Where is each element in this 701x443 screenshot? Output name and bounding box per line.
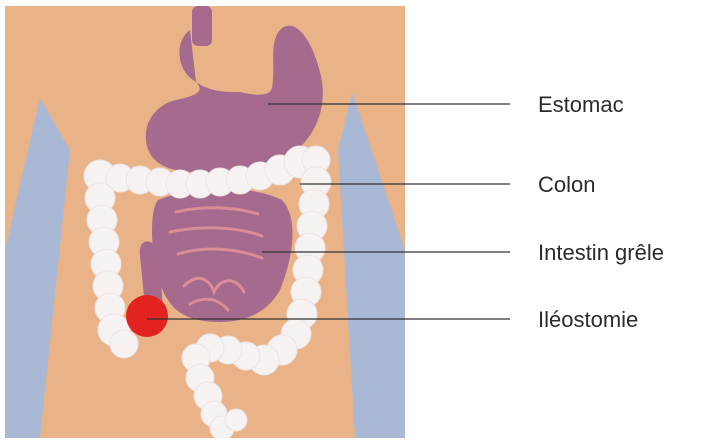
ileostomy-stoma — [126, 295, 168, 337]
ileostomy-label: Iléostomie — [538, 309, 638, 331]
stomach-label: Estomac — [538, 94, 624, 116]
colon-label: Colon — [538, 174, 595, 196]
small-intestine-label: Intestin grêle — [538, 242, 664, 264]
